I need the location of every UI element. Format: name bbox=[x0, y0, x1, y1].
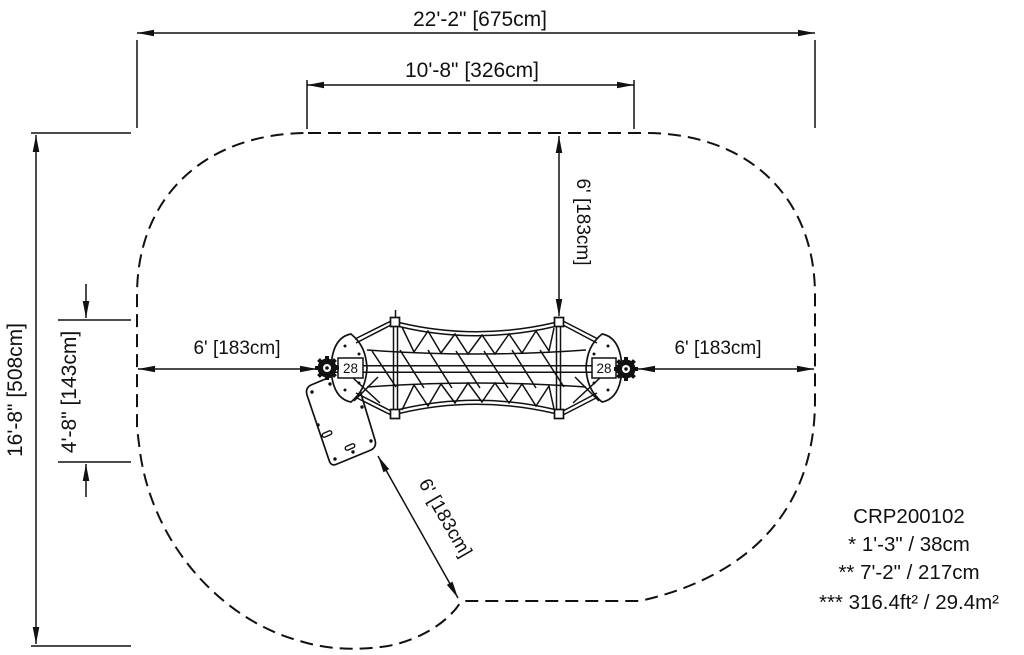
dimension-label: 6' [183cm] bbox=[674, 338, 761, 359]
note-use-zone-area: *** 316.4ft² / 29.4m² bbox=[819, 591, 999, 614]
dim-clearance-left: 6' [183cm] bbox=[138, 338, 317, 373]
dim-clearance-slide: 6' [183cm] bbox=[377, 455, 476, 599]
dim-partial-depth: 4'-8" [143cm] bbox=[58, 284, 131, 497]
dim-clearance-top: 6' [183cm] bbox=[555, 136, 593, 316]
safety-zone-boundary bbox=[136, 132, 816, 650]
slide-panel-slot bbox=[344, 443, 356, 451]
net-masts bbox=[389, 310, 565, 420]
dimension-label: 16'-8" [508cm] bbox=[4, 323, 27, 457]
dimension-label: 4'-8" [143cm] bbox=[58, 331, 81, 453]
dim-overall-width: 22'-2" [675cm] bbox=[136, 8, 816, 128]
hub-label-right-box: 28 bbox=[591, 357, 617, 379]
main-beam bbox=[329, 365, 624, 373]
post-cap bbox=[553, 316, 565, 328]
dimension-label: 6' [183cm] bbox=[414, 475, 476, 561]
dimension-label: 6' [183cm] bbox=[572, 178, 593, 265]
net-lattice bbox=[351, 326, 602, 411]
hub-right bbox=[614, 357, 638, 381]
dimension-label: 10'-8" [326cm] bbox=[405, 59, 539, 82]
dim-overall-depth: 16'-8" [508cm] bbox=[4, 132, 131, 647]
info-block: CRP200102 * 1'-3" / 38cm ** 7'-2" / 217c… bbox=[819, 505, 999, 614]
post-cap bbox=[389, 408, 401, 420]
dimension-line bbox=[377, 455, 459, 599]
slide-panel-slot bbox=[321, 430, 333, 438]
note-equipment-height: ** 7'-2" / 217cm bbox=[838, 561, 979, 584]
hub-label-right: 28 bbox=[596, 361, 611, 376]
net-rails bbox=[354, 320, 599, 416]
end-plate-bolts bbox=[343, 344, 610, 392]
dimension-label: 6' [183cm] bbox=[193, 338, 280, 359]
post-cap bbox=[553, 408, 565, 420]
hub-label-left-box: 28 bbox=[337, 357, 364, 379]
net-climber-equipment: 28 28 bbox=[305, 310, 638, 466]
dim-inner-width: 10'-8" [326cm] bbox=[306, 59, 635, 129]
slide-panel-bolts bbox=[310, 373, 373, 461]
post-cap bbox=[389, 316, 401, 328]
dim-clearance-right: 6' [183cm] bbox=[638, 338, 814, 373]
note-fall-height: * 1'-3" / 38cm bbox=[848, 533, 970, 556]
model-number: CRP200102 bbox=[853, 505, 965, 528]
hub-label-left: 28 bbox=[343, 361, 358, 376]
dimension-label: 22'-2" [675cm] bbox=[413, 8, 547, 31]
hub-left bbox=[315, 356, 339, 380]
